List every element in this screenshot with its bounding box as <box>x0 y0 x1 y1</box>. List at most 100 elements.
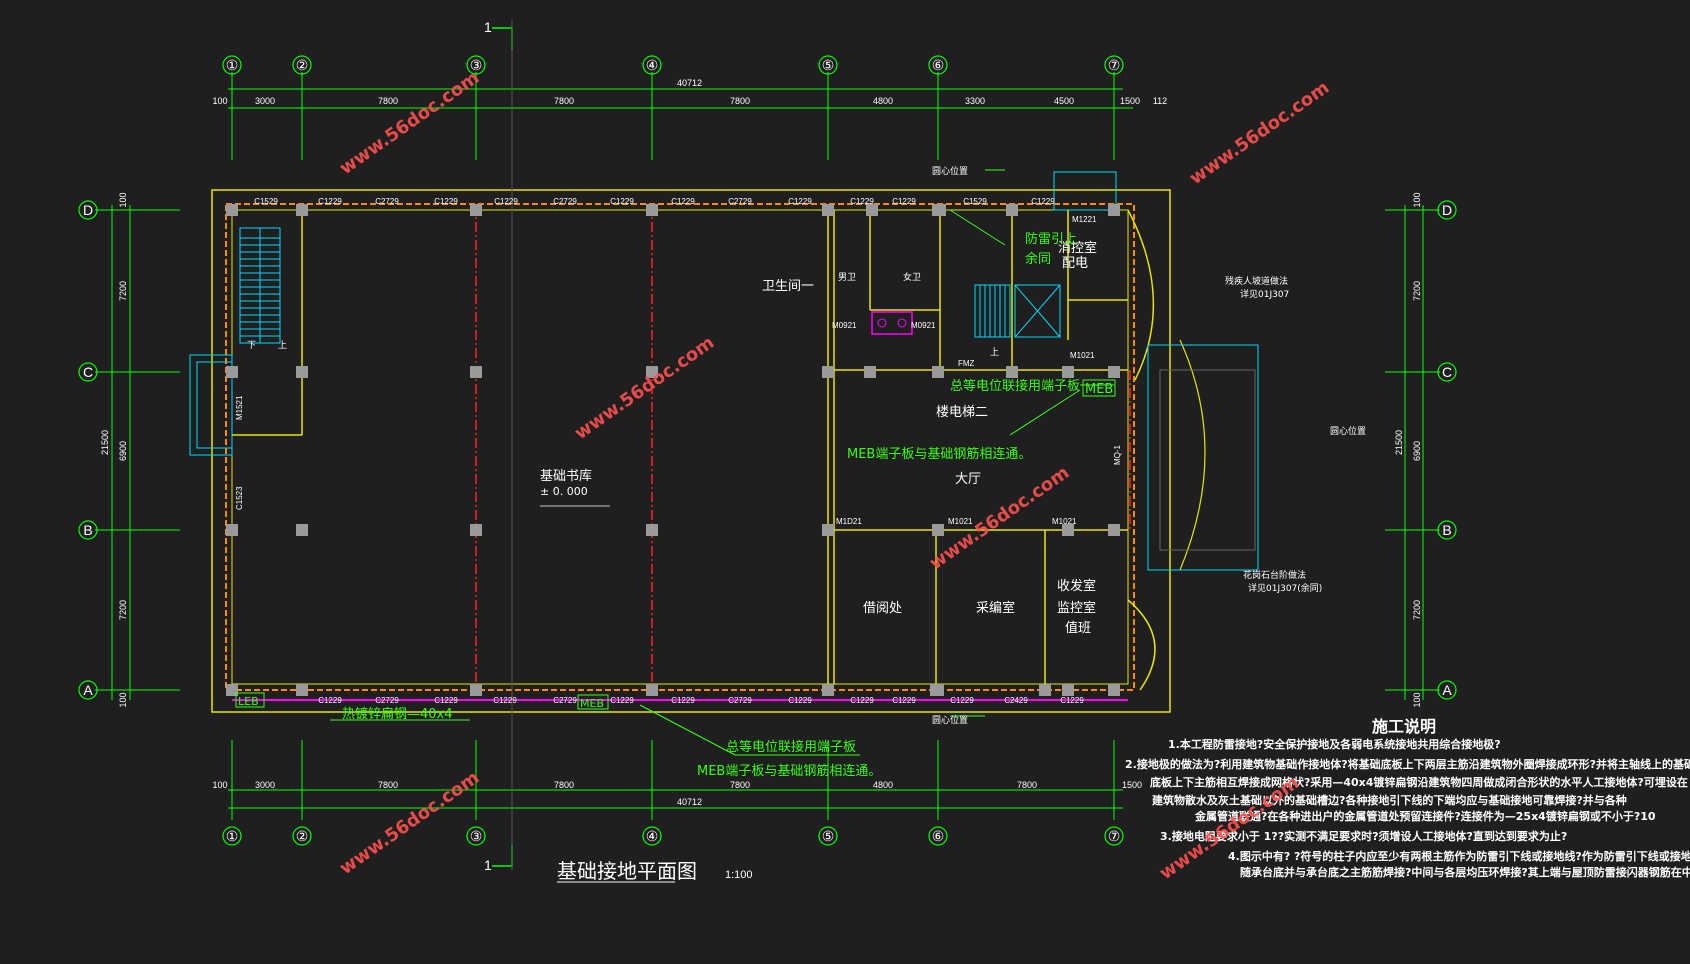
column <box>296 524 308 536</box>
bottom-dim-segment: 1500 <box>1122 780 1142 790</box>
door-m1d21: M1D21 <box>836 517 862 526</box>
circle-pos-3: 圆心位置 <box>1330 425 1366 437</box>
room-power: 配电 <box>1062 256 1088 271</box>
window-label-top: C1229 <box>318 197 342 206</box>
door-m0921-b: M0921 <box>911 321 936 330</box>
column <box>646 524 658 536</box>
door-m1021-b: M1021 <box>948 517 973 526</box>
column <box>1039 684 1051 696</box>
column <box>296 366 308 378</box>
section-mark <box>492 27 513 867</box>
column <box>866 204 878 216</box>
meb-connect-3: 总等电位联接用端子板 <box>726 739 856 755</box>
window-label-top: C2729 <box>728 197 752 206</box>
window-label-top: C1229 <box>1031 197 1055 206</box>
axis-label: D <box>1442 202 1452 218</box>
column <box>822 366 834 378</box>
door-m1021-c: M1021 <box>1052 517 1077 526</box>
galvanized-steel: 热镀锌扁钢—40x4 <box>342 706 453 722</box>
note-line: 底板上下主筋相互焊接成网格状?采用—40x4镀锌扁钢沿建筑物四周做成闭合形状的水… <box>1150 775 1688 789</box>
column <box>470 366 482 378</box>
window-label-bottom: C2729 <box>728 696 752 705</box>
toilet-fixtures <box>871 311 913 335</box>
interior-walls <box>232 210 1128 684</box>
meb-boxes <box>235 379 1116 710</box>
top-dim-segment: 3300 <box>965 96 985 106</box>
column <box>934 204 946 216</box>
axis-bubble <box>78 362 98 382</box>
column <box>226 684 238 696</box>
window-label-bottom: C1229 <box>950 696 974 705</box>
column <box>932 366 944 378</box>
left-dim-segment: 7200 <box>118 600 128 620</box>
left-total-dim: 21500 <box>100 430 110 455</box>
right-dim-segment: 7200 <box>1412 281 1422 301</box>
meb-connect-4: MEB端子板与基础钢筋相连通。 <box>697 763 881 779</box>
watermark-text: www.56doc.com <box>336 67 483 179</box>
axis-bubble <box>222 55 242 75</box>
column <box>1006 366 1018 378</box>
top-dim-segment: 100 <box>212 96 227 106</box>
axis-bubble <box>466 826 486 846</box>
note-line: 建筑物散水及灰土基础以外的基础槽边?各种接地引下线的下端均应与基础接地可靠焊接?… <box>1152 793 1627 807</box>
axis-label: ④ <box>646 57 659 73</box>
right-dim-segment: 6900 <box>1412 441 1422 461</box>
top-dim-segment: 7800 <box>554 96 574 106</box>
axis-label: D <box>83 202 93 218</box>
door-m1021-a: M1021 <box>1070 351 1095 360</box>
watermark-text: www.56doc.com <box>1186 77 1333 189</box>
axis-label: ③ <box>470 828 483 844</box>
window-label-top: C1529 <box>254 197 278 206</box>
axis-label: ⑤ <box>822 828 835 844</box>
axis-bubble <box>292 55 312 75</box>
note-line: 2.接地极的做法为?利用建筑物基础作接地体?将基础底板上下两层主筋沿建筑物外圈焊… <box>1125 757 1690 771</box>
room-elevator: 楼电梯二 <box>936 405 988 420</box>
column <box>296 684 308 696</box>
axis-bubble <box>78 200 98 220</box>
stair-up-2: 上 <box>990 347 999 358</box>
axis-bubble <box>292 826 312 846</box>
window-label-bottom: C2729 <box>553 696 577 705</box>
right-total-dim: 21500 <box>1394 430 1404 455</box>
door-fmz: FMZ <box>958 359 975 368</box>
notes-body: 1.本工程防雷接地?安全保护接地及各弱电系统接地共用综合接地极?2.接地极的做法… <box>1125 737 1690 879</box>
axis-lines <box>95 72 1440 820</box>
axis-label: C <box>1442 364 1452 380</box>
axis-bubble <box>222 826 242 846</box>
column <box>646 684 658 696</box>
column <box>932 524 944 536</box>
column <box>646 366 658 378</box>
window-label-bottom: C1229 <box>1060 696 1084 705</box>
room-book-storage-level: ± 0. 000 <box>540 485 588 498</box>
axis-bubble <box>1437 362 1457 382</box>
stair-down: 下 <box>247 341 256 351</box>
axis-bubble <box>1437 520 1457 540</box>
window-label-bottom: C1229 <box>610 696 634 705</box>
window-label-top: C1229 <box>610 197 634 206</box>
meb-connect-1: 总等电位联接用端子板 <box>950 378 1080 394</box>
column <box>930 684 942 696</box>
axis-bubble <box>928 826 948 846</box>
axis-bubble <box>1437 680 1457 700</box>
axis-bubble <box>642 826 662 846</box>
axis-bubble <box>642 55 662 75</box>
axis-label: ② <box>296 57 309 73</box>
lightning-label-2: 余同 <box>1025 251 1051 267</box>
axis-label: ④ <box>646 828 659 844</box>
room-toilet: 卫生间一 <box>762 279 814 294</box>
meb-box-label: MEB <box>1085 382 1113 397</box>
column <box>470 204 482 216</box>
drawing-title: 基础接地平面图 <box>557 859 697 883</box>
axis-label: ① <box>226 828 239 844</box>
column <box>226 204 238 216</box>
room-book-storage: 基础书库 <box>540 468 592 484</box>
